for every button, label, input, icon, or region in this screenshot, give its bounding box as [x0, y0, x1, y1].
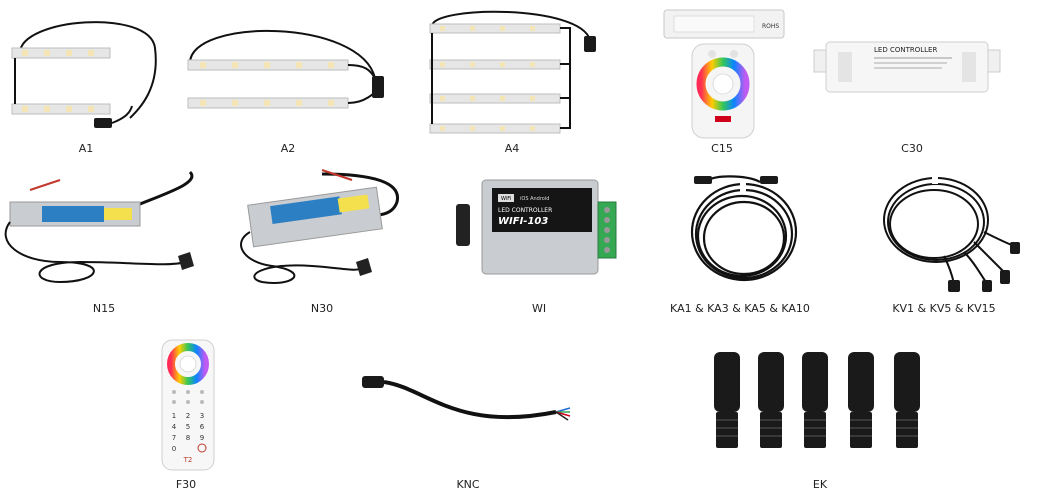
product-label: N15: [92, 302, 116, 315]
product-image-ek: [704, 348, 940, 452]
product-label: A4: [504, 142, 520, 155]
controller-c30-illustration: LED CONTROLLER: [813, 41, 1001, 93]
product-image-n15: [0, 162, 202, 294]
product-image-a1: [0, 8, 172, 138]
product-image-wi: WiFi iOS Android LED CONTROLLER WIFI-103: [452, 172, 630, 284]
end-caps-ek-illustration: [714, 352, 920, 448]
product-image-kv: [874, 162, 1022, 294]
product-label: A1: [78, 142, 94, 155]
product-image-n30: [222, 162, 418, 294]
led-strip-a4-illustration: [429, 10, 596, 134]
f30-key-1: 1: [172, 412, 176, 420]
wi-model-text: WIFI-103: [498, 216, 548, 227]
product-image-f30: 1 2 3 4 5 6 7 8 9 0 T2: [160, 338, 216, 472]
f30-key-7: 7: [172, 434, 176, 442]
product-image-knc: [356, 368, 580, 446]
f30-key-9: 9: [200, 434, 204, 442]
wi-title-text: LED CONTROLLER: [498, 207, 552, 214]
product-label: WI: [531, 302, 547, 315]
controller-remote-c15-illustration: ROHS: [663, 9, 785, 139]
f30-key-4: 4: [172, 423, 177, 431]
product-image-a4: [420, 4, 610, 138]
led-strip-a2-illustration: [187, 29, 384, 109]
f30-key-2: 2: [186, 412, 190, 420]
f30-key-3: 3: [200, 412, 204, 420]
product-label: N30: [310, 302, 334, 315]
product-label: C30: [901, 142, 923, 155]
wifi-controller-wi-illustration: WiFi iOS Android LED CONTROLLER WIFI-103: [456, 179, 617, 275]
product-label: C15: [711, 142, 733, 155]
connector-cable-knc-illustration: [362, 376, 571, 421]
product-label: F30: [175, 478, 197, 491]
power-supply-n30-illustration: [240, 169, 400, 284]
wi-badge-text: WiFi: [501, 196, 511, 202]
product-label: KA1 & KA3 & KA5 & KA10: [670, 302, 810, 315]
product-image-c15: ROHS: [652, 4, 792, 142]
f30-model-text: T2: [183, 456, 193, 464]
f30-key-8: 8: [186, 434, 190, 442]
product-label: A2: [280, 142, 296, 155]
led-strip-a1-illustration: [11, 21, 157, 128]
f30-key-6: 6: [200, 423, 205, 431]
product-image-a2: [180, 8, 395, 138]
extension-cable-ka-illustration: [690, 175, 798, 282]
c30-title-text: LED CONTROLLER: [874, 46, 937, 54]
product-label: KNC: [456, 478, 480, 491]
power-supply-n15-illustration: [4, 170, 194, 284]
wi-os-text: iOS Android: [520, 196, 549, 202]
f30-key-5: 5: [186, 423, 190, 431]
splitter-cable-kv-illustration: [883, 168, 1020, 292]
c15-brand-text: ROHS: [762, 23, 779, 30]
remote-f30-illustration: 1 2 3 4 5 6 7 8 9 0 T2: [161, 339, 215, 471]
product-label: KV1 & KV5 & KV15: [892, 302, 996, 315]
product-image-c30: LED CONTROLLER: [812, 36, 1002, 98]
product-label: EK: [812, 478, 828, 491]
product-image-ka: [680, 162, 808, 294]
f30-key-0: 0: [172, 445, 176, 453]
